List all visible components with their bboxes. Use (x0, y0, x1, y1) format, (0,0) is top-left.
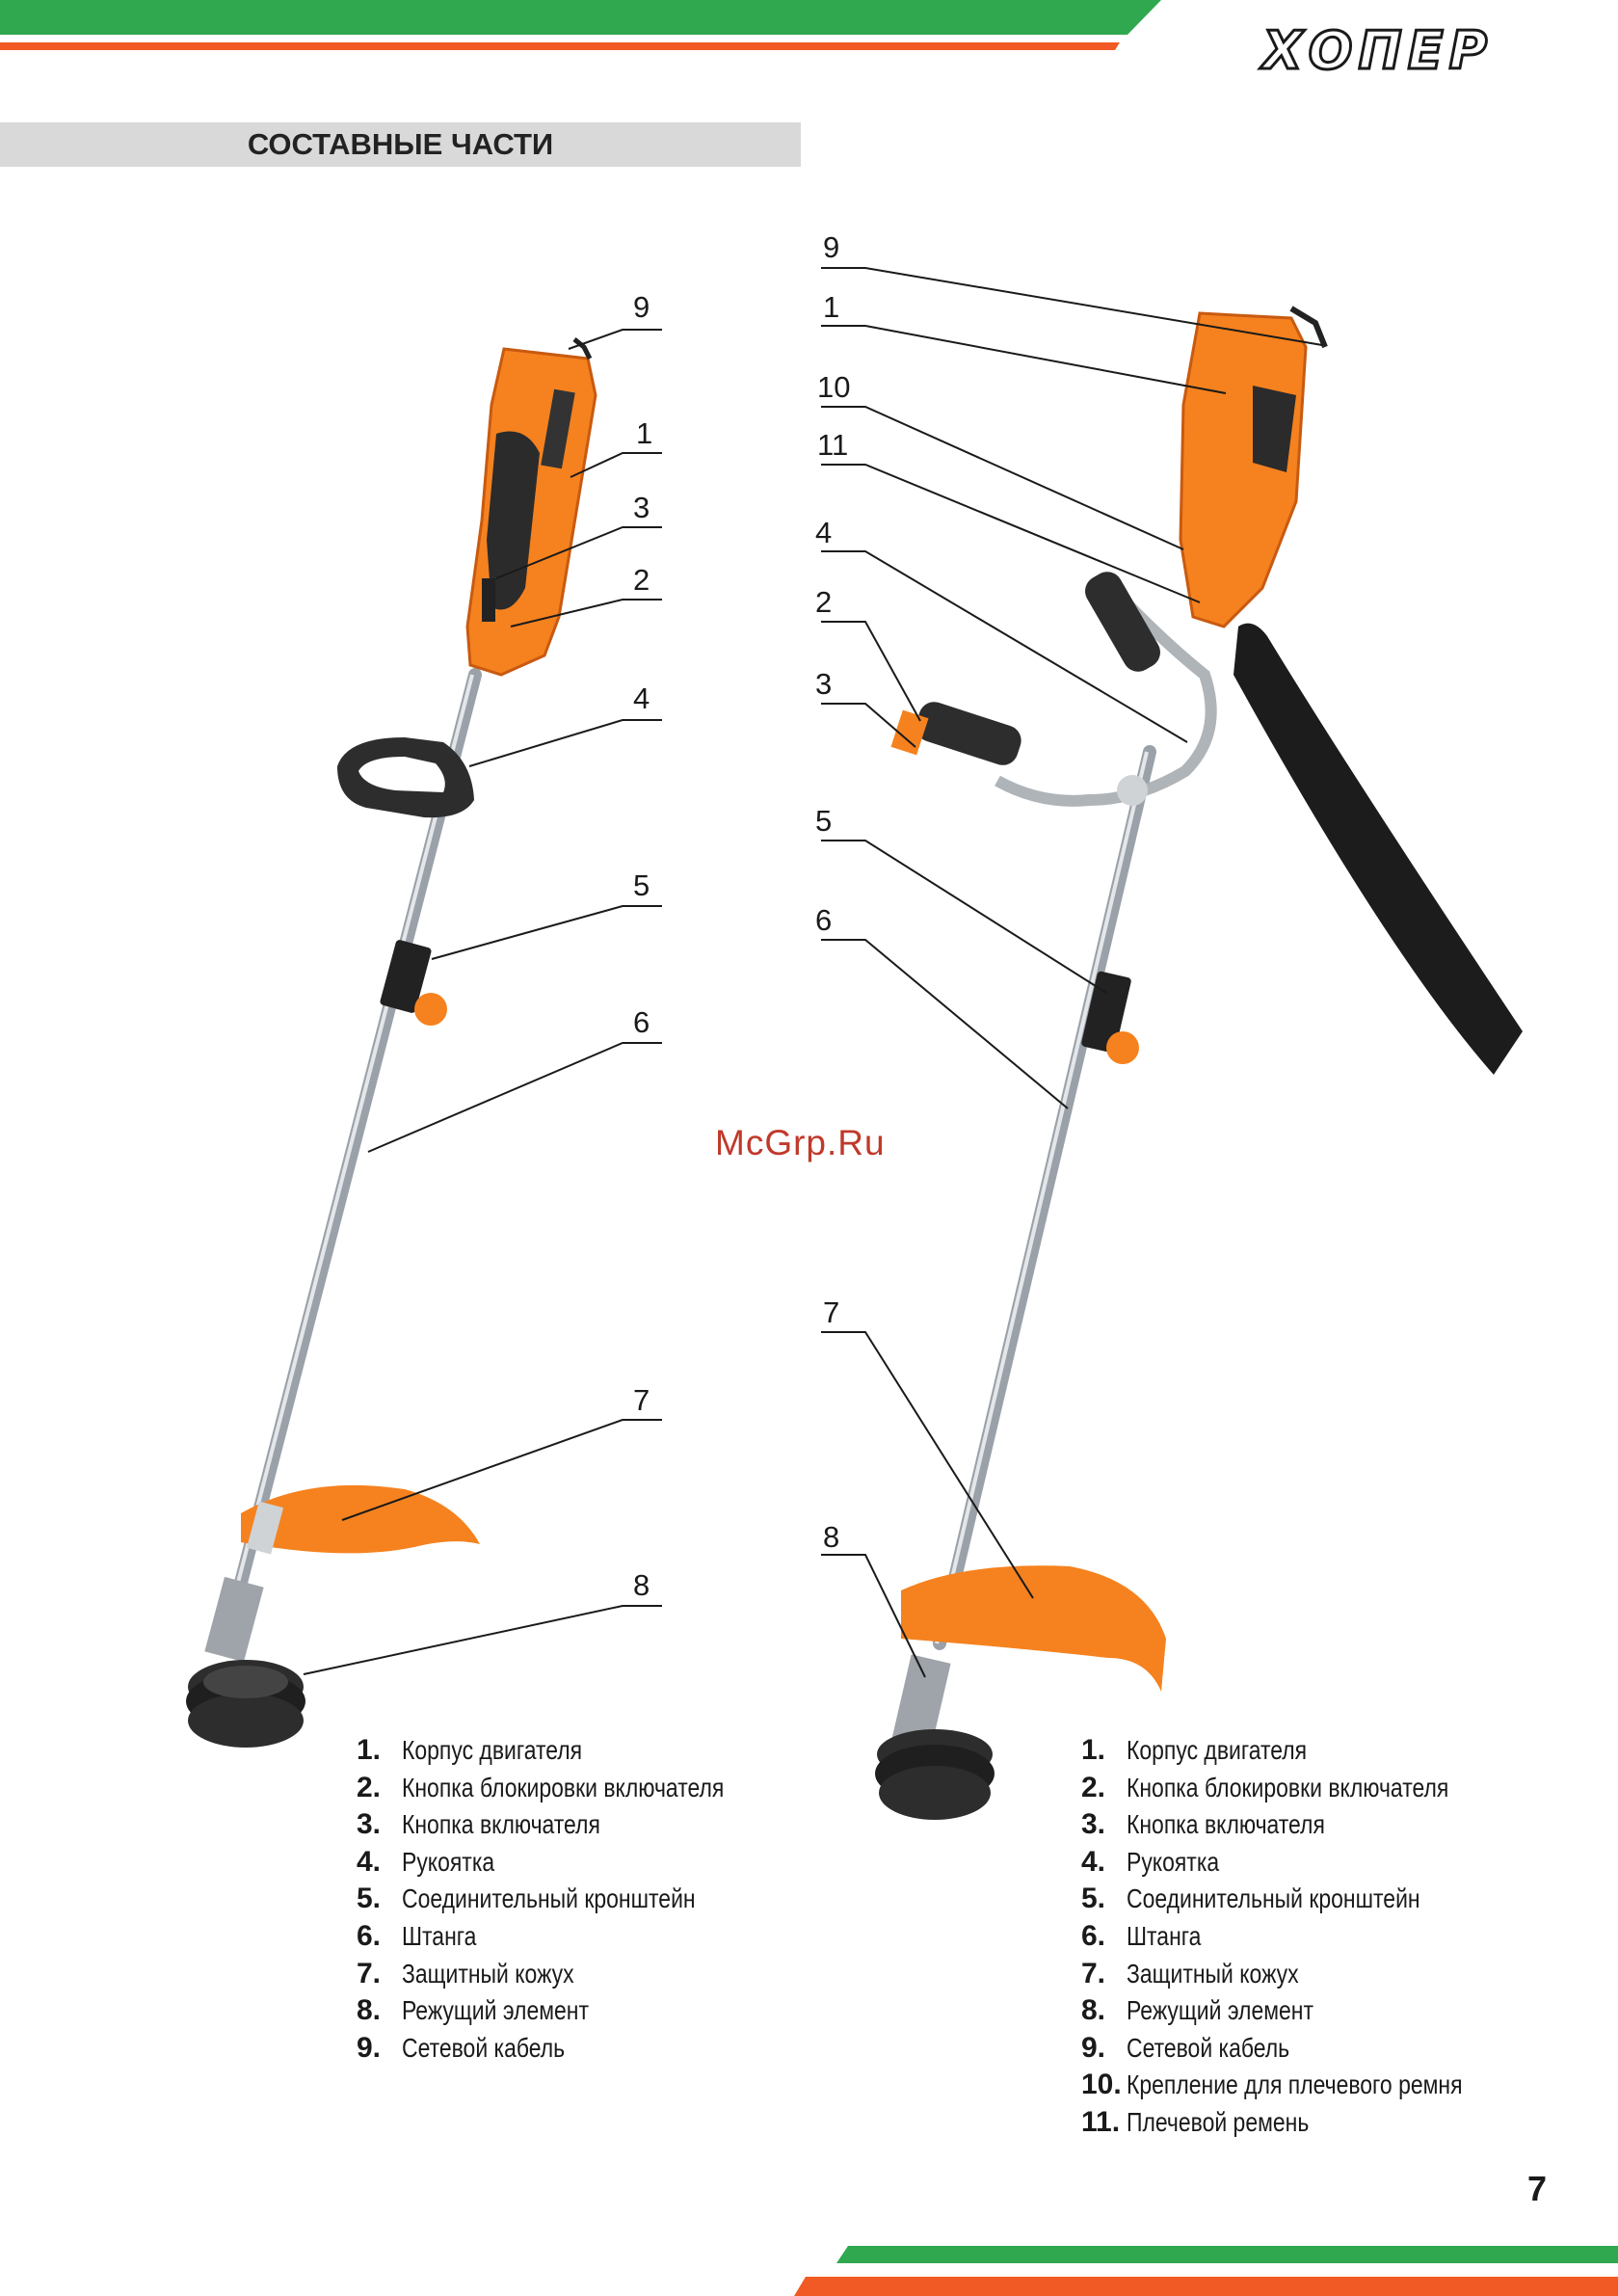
legend-item: 4. Рукоятка (1081, 1844, 1536, 1882)
legend-item: 7. Защитный кожух (357, 1956, 795, 1993)
legend-item-number: 1. (357, 1734, 382, 1766)
legend-item-text: Крепление для плечевого ремня (1127, 2069, 1463, 2100)
page-number: 7 (1527, 2169, 1548, 2208)
left-callout-2: 2 (633, 563, 650, 597)
right-callout-7: 7 (823, 1295, 840, 1329)
legend-item-number: 2. (357, 1771, 382, 1803)
left-callout-3: 3 (633, 491, 650, 524)
legend-item: 2. Кнопка блокировки включателя (357, 1770, 795, 1807)
right-legend: 1. Корпус двигателя 2. Кнопка блокировки в… (1081, 1732, 1536, 2142)
right-callout-3: 3 (815, 667, 833, 701)
legend-item-text: Кнопка блокировки включателя (1127, 1772, 1449, 1802)
legend-item: 5. Соединительный кронштейн (357, 1881, 795, 1918)
legend-item-number: 3. (1081, 1808, 1106, 1841)
left-trimmer-illustration (186, 337, 597, 1748)
right-callout-9: 9 (823, 230, 840, 264)
right-callout-1: 1 (823, 290, 840, 324)
legend-item: 2. Кнопка блокировки включателя (1081, 1770, 1536, 1807)
legend-item: 10.Крепление для плечевого ремня (1081, 2067, 1536, 2104)
legend-item-number: 3. (357, 1808, 382, 1841)
legend-item-text: Защитный кожух (1127, 1958, 1299, 1989)
left-callout-4: 4 (633, 681, 650, 715)
legend-item-number: 9. (1081, 2031, 1106, 2064)
legend-item: 9. Сетевой кабель (1081, 2030, 1536, 2068)
left-callout-1: 1 (636, 416, 653, 450)
legend-item: 1. Корпус двигателя (1081, 1732, 1536, 1770)
legend-item-number: 11. (1081, 2105, 1121, 2138)
left-legend: 1. Корпус двигателя 2. Кнопка блокировки в… (357, 1732, 795, 2067)
bottom-stripes (794, 2246, 1618, 2296)
legend-item-text: Рукоятка (1127, 1846, 1220, 1877)
legend-item-text: Плечевой ремень (1127, 2106, 1310, 2137)
right-callout-11: 11 (817, 428, 849, 462)
legend-item-number: 5. (357, 1882, 382, 1915)
legend-item-text: Сетевой кабель (1127, 2032, 1290, 2063)
legend-item-text: Режущий элемент (402, 1995, 589, 2026)
legend-item-number: 7. (1081, 1957, 1106, 1989)
legend-item: 6. Штанга (1081, 1918, 1536, 1956)
right-callout-5: 5 (815, 804, 833, 838)
left-callout-7: 7 (633, 1383, 650, 1417)
legend-item-text: Соединительный кронштейн (1127, 1883, 1420, 1914)
legend-item-number: 4. (1081, 1845, 1106, 1878)
legend-item-number: 4. (357, 1845, 382, 1878)
legend-item-number: 10. (1081, 2069, 1122, 2101)
right-callout-4: 4 (815, 516, 833, 549)
brand-logo: ХОПЕР (1261, 20, 1494, 81)
legend-item: 3. Кнопка включателя (1081, 1806, 1536, 1844)
legend-item: 3. Кнопка включателя (357, 1806, 795, 1844)
legend-item-text: Штанга (402, 1920, 477, 1951)
legend-item-number: 8. (357, 1994, 382, 2027)
legend-item-number: 7. (357, 1957, 382, 1989)
legend-item: 5. Соединительный кронштейн (1081, 1881, 1536, 1918)
right-leader-lines (821, 267, 1323, 1678)
top-stripes (0, 0, 1161, 50)
legend-item: 6. Штанга (357, 1918, 795, 1956)
legend-item-text: Кнопка блокировки включателя (402, 1772, 725, 1802)
legend-item-number: 1. (1081, 1734, 1106, 1766)
legend-item-number: 8. (1081, 1994, 1106, 2027)
left-callout-5: 5 (633, 868, 650, 902)
left-leader-lines (303, 329, 662, 1675)
legend-item-number: 9. (357, 2031, 382, 2064)
right-callout-10: 10 (817, 370, 851, 404)
right-callout-6: 6 (815, 903, 833, 937)
legend-item-text: Корпус двигателя (1127, 1735, 1308, 1765)
legend-item-text: Режущий элемент (1127, 1995, 1313, 2026)
legend-item: 8. Режущий элемент (357, 1992, 795, 2030)
legend-item-number: 6. (1081, 1919, 1106, 1952)
legend-item-text: Сетевой кабель (402, 2032, 566, 2063)
left-callout-8: 8 (633, 1568, 650, 1602)
legend-item-number: 2. (1081, 1771, 1106, 1803)
legend-item: 8. Режущий элемент (1081, 1992, 1536, 2030)
legend-item: 9. Сетевой кабель (357, 2030, 795, 2068)
legend-item-number: 6. (357, 1919, 382, 1952)
section-title: СОСТАВНЫЕ ЧАСТИ (247, 127, 554, 161)
legend-item-text: Штанга (1127, 1920, 1202, 1951)
section-header-bar (0, 122, 801, 167)
left-callout-9: 9 (633, 290, 650, 324)
left-callout-6: 6 (633, 1005, 650, 1039)
legend-item-text: Рукоятка (402, 1846, 495, 1877)
right-callout-8: 8 (823, 1520, 840, 1554)
legend-item: 1. Корпус двигателя (357, 1732, 795, 1770)
legend-item: 4. Рукоятка (357, 1844, 795, 1882)
legend-item-number: 5. (1081, 1882, 1106, 1915)
right-callout-2: 2 (815, 585, 833, 619)
watermark: McGrp.Ru (715, 1123, 886, 1162)
legend-item-text: Кнопка включателя (402, 1809, 600, 1840)
legend-item: 11.Плечевой ремень (1081, 2104, 1536, 2142)
legend-item: 7. Защитный кожух (1081, 1956, 1536, 1993)
legend-item-text: Соединительный кронштейн (402, 1883, 696, 1914)
legend-item-text: Защитный кожух (402, 1958, 574, 1989)
legend-item-text: Кнопка включателя (1127, 1809, 1325, 1840)
legend-item-text: Корпус двигателя (402, 1735, 583, 1765)
right-trimmer-illustration (875, 306, 1523, 1820)
